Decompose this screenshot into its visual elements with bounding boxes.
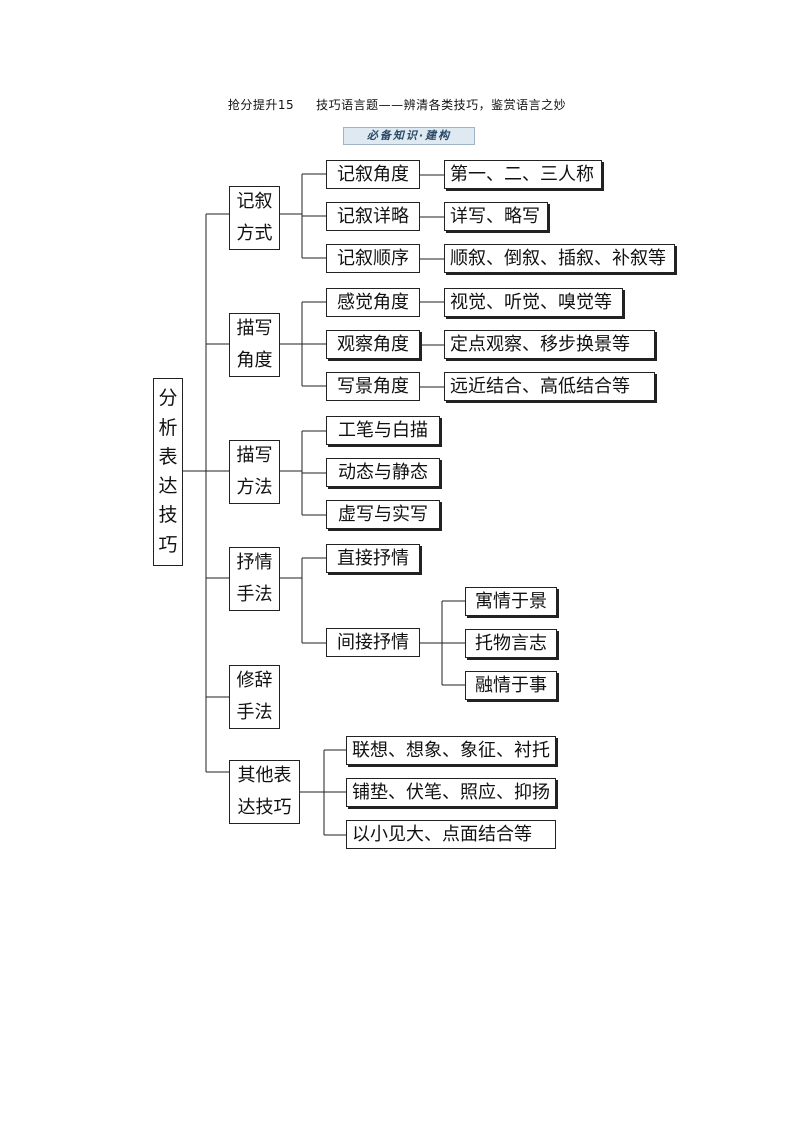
root-char: 表 [158, 445, 178, 468]
category-line: 达技巧 [237, 797, 292, 818]
root-char: 技 [158, 504, 178, 527]
category-other-techniques: 其他表 达技巧 [229, 760, 300, 824]
category-line: 手法 [236, 702, 273, 723]
item-association: 联想、想象、象征、衬托 [346, 736, 556, 765]
category-line: 方式 [236, 223, 273, 244]
item-observation-angle: 观察角度 [326, 330, 420, 359]
item-dynamic-vs-static: 动态与静态 [326, 458, 440, 487]
detail-observation-angle: 定点观察、移步换景等 [444, 330, 655, 359]
subitem-object-expresses-will: 托物言志 [465, 629, 557, 658]
category-line: 描写 [236, 318, 273, 339]
detail-narration-perspective: 第一、二、三人称 [444, 160, 602, 189]
item-narration-detail: 记叙详略 [326, 202, 420, 231]
category-line: 其他表 [237, 765, 292, 786]
item-foreshadowing: 铺垫、伏笔、照应、抑扬 [346, 778, 556, 807]
page-header: 抢分提升15 技巧语言题——辨清各类技巧，鉴赏语言之妙 [0, 96, 794, 113]
category-line: 手法 [236, 584, 273, 605]
category-line: 抒情 [236, 552, 273, 573]
item-narration-order: 记叙顺序 [326, 244, 420, 273]
item-sense-angle: 感觉角度 [326, 288, 420, 317]
category-line: 角度 [236, 350, 273, 371]
header-title: 技巧语言题——辨清各类技巧，鉴赏语言之妙 [316, 98, 567, 112]
category-line: 修辞 [236, 670, 273, 691]
section-banner: 必备知识·建构 [343, 127, 475, 145]
subitem-emotion-in-events: 融情于事 [465, 671, 557, 700]
detail-sense-angle: 视觉、听觉、嗅觉等 [444, 288, 623, 317]
root-node: 分 析 表 达 技 巧 [153, 378, 183, 566]
item-narration-perspective: 记叙角度 [326, 160, 420, 189]
category-lyric-method: 抒情 手法 [229, 547, 280, 611]
category-line: 描写 [236, 445, 273, 466]
root-char: 分 [158, 387, 178, 410]
item-fine-vs-plain: 工笔与白描 [326, 416, 440, 445]
item-virtual-vs-real: 虚写与实写 [326, 500, 440, 529]
root-char: 巧 [158, 533, 178, 556]
category-description-method: 描写 方法 [229, 440, 280, 504]
item-direct-lyric: 直接抒情 [326, 544, 420, 573]
header-section: 抢分提升15 [227, 98, 295, 112]
detail-narration-order: 顺叙、倒叙、插叙、补叙等 [444, 244, 675, 273]
category-line: 方法 [236, 477, 273, 498]
category-description-angle: 描写 角度 [229, 313, 280, 377]
item-scenery-angle: 写景角度 [326, 372, 420, 401]
detail-narration-detail: 详写、略写 [444, 202, 548, 231]
category-line: 记叙 [236, 191, 273, 212]
category-narration-mode: 记叙 方式 [229, 186, 280, 250]
category-rhetoric: 修辞 手法 [229, 665, 280, 729]
root-char: 达 [158, 475, 178, 498]
item-indirect-lyric: 间接抒情 [326, 628, 420, 657]
root-char: 析 [158, 416, 178, 439]
subitem-emotion-in-scene: 寓情于景 [465, 587, 557, 616]
item-small-to-large: 以小见大、点面结合等 [346, 820, 556, 849]
detail-scenery-angle: 远近结合、高低结合等 [444, 372, 655, 401]
